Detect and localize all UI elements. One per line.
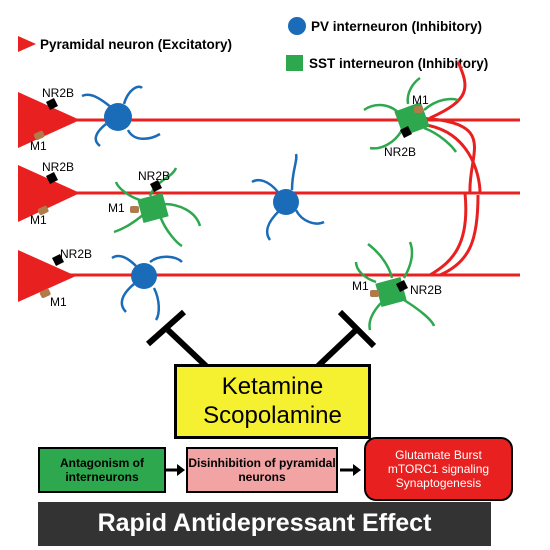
legend-pyramidal-icon xyxy=(18,36,36,52)
nr2b-receptor-sst-1 xyxy=(400,126,412,138)
antidepressant-effect-bar: Rapid Antidepressant Effect xyxy=(38,502,491,546)
pyramidal-neuron-1 xyxy=(18,92,80,148)
drug-box: Ketamine Scopolamine xyxy=(174,364,371,439)
m1-label-sst-2: M1 xyxy=(108,201,125,215)
legend-pv-icon xyxy=(288,17,306,35)
outcome-glutamate: Glutamate Burst xyxy=(395,447,482,462)
nr2b-receptor-sst-3 xyxy=(396,280,408,292)
outcome-box: Glutamate Burst mTORC1 signaling Synapto… xyxy=(364,437,513,501)
nr2b-label-pyr-2: NR2B xyxy=(42,160,74,174)
m1-receptor-sst-3 xyxy=(370,290,379,297)
legend-sst-icon xyxy=(286,55,303,71)
m1-label-sst-1: M1 xyxy=(412,93,429,107)
axon-lines xyxy=(60,61,520,277)
m1-receptor-sst-1 xyxy=(414,106,423,113)
nr2b-label-pyr-3: NR2B xyxy=(60,247,92,261)
m1-receptor-pyr-3 xyxy=(39,288,51,299)
m1-label-sst-3: M1 xyxy=(352,279,369,293)
sst-interneuron-2 xyxy=(113,167,202,248)
nr2b-label-sst-1: NR2B xyxy=(384,145,416,159)
disinhibition-box: Disinhibition of pyramidal neurons xyxy=(186,447,338,493)
nr2b-receptor-pyr-3 xyxy=(52,254,64,266)
pyramidal-neuron-3 xyxy=(18,250,76,302)
arrow-2-icon xyxy=(340,464,361,476)
legend-sst-label: SST interneuron (Inhibitory) xyxy=(309,56,488,71)
legend-pyramidal-label: Pyramidal neuron (Excitatory) xyxy=(40,37,232,52)
m1-label-pyr-1: M1 xyxy=(30,139,47,153)
drug-scopolamine: Scopolamine xyxy=(203,401,342,429)
nr2b-label-sst-3: NR2B xyxy=(410,283,442,297)
legend-pv-label: PV interneuron (Inhibitory) xyxy=(311,19,482,34)
antagonism-label: Antagonism of interneurons xyxy=(60,455,144,484)
nr2b-label-sst-2: NR2B xyxy=(138,169,170,183)
pv-interneuron-3 xyxy=(111,254,183,321)
arrow-1-icon xyxy=(166,464,185,476)
nr2b-label-pyr-1: NR2B xyxy=(42,86,74,100)
nr2b-receptor-sst-2 xyxy=(150,180,162,192)
drug-ketamine: Ketamine xyxy=(221,373,324,401)
inhibition-bars xyxy=(146,309,377,369)
effect-label: Rapid Antidepressant Effect xyxy=(97,509,432,538)
disinhibition-label: Disinhibition of pyramidal neurons xyxy=(188,455,336,484)
m1-label-pyr-3: M1 xyxy=(50,295,67,309)
nr2b-receptor-pyr-2 xyxy=(46,172,58,184)
pv-interneuron-1 xyxy=(81,85,161,147)
outcome-synaptogenesis: Synaptogenesis xyxy=(395,476,482,491)
pv-interneuron-2 xyxy=(251,153,325,241)
m1-label-pyr-2: M1 xyxy=(30,213,47,227)
nr2b-receptor-pyr-1 xyxy=(46,98,58,110)
sst-interneuron-1 xyxy=(363,76,459,153)
outcome-mtorc1: mTORC1 signaling xyxy=(387,461,490,476)
m1-receptor-pyr-1 xyxy=(33,130,45,141)
m1-receptor-pyr-2 xyxy=(37,205,49,216)
pyramidal-neuron-2 xyxy=(18,165,80,222)
antagonism-box: Antagonism of interneurons xyxy=(38,447,166,493)
m1-receptor-sst-2 xyxy=(130,206,139,213)
